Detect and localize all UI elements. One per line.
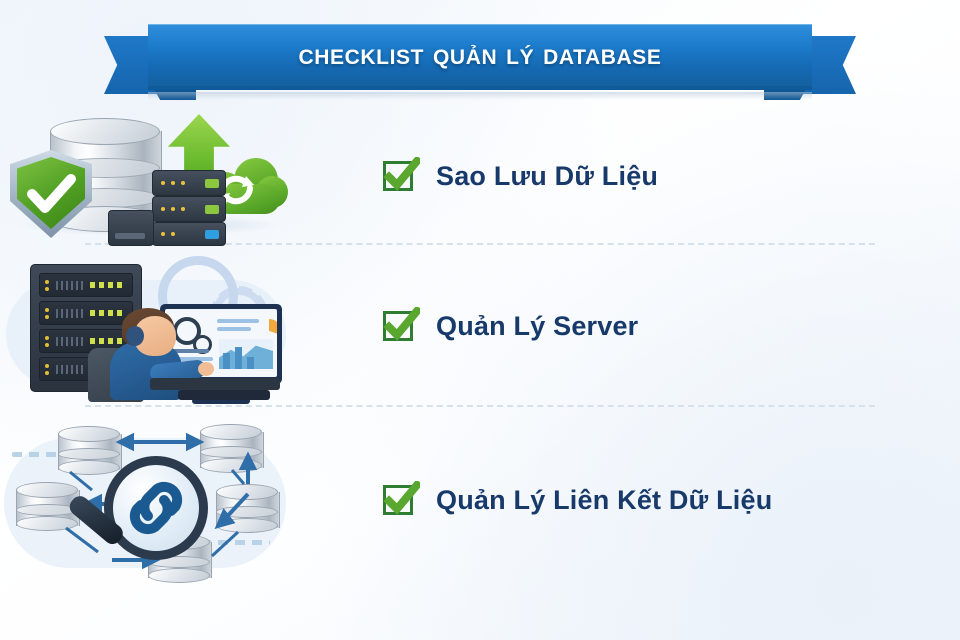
checklist-label-data-links: Quản Lý Liên Kết Dữ Liệu xyxy=(382,481,772,519)
server-unit xyxy=(152,196,226,222)
checklist-row-backup: Sao Lưu Dữ Liệu xyxy=(0,106,960,246)
chain-link-icon xyxy=(129,481,183,535)
divider-2 xyxy=(85,405,875,407)
storage-box-icon xyxy=(108,210,154,246)
banner-shadow xyxy=(148,92,812,100)
linked-databases-magnifier-illustration xyxy=(0,412,300,588)
desk-surface xyxy=(150,378,280,390)
checkbox-checked-icon[interactable] xyxy=(382,307,420,345)
server-rack-admin-monitor-illustration xyxy=(0,250,300,404)
ribbon-body xyxy=(148,24,812,90)
database-cylinder-icon xyxy=(58,426,122,475)
database-backup-shield-cloud-illustration xyxy=(0,106,300,246)
checklist-label-server: Quản Lý Server xyxy=(382,307,638,345)
checklist-label-backup: Sao Lưu Dữ Liệu xyxy=(382,157,658,195)
keyboard-icon xyxy=(178,390,270,400)
magnifier-icon xyxy=(104,456,208,560)
shield-icon xyxy=(10,150,92,238)
database-cylinder-icon xyxy=(16,482,80,531)
server-unit xyxy=(152,170,226,196)
title-banner: Checklist Quản Lý Database xyxy=(104,24,856,100)
server-unit xyxy=(152,222,226,246)
checklist-item-text: Sao Lưu Dữ Liệu xyxy=(436,160,659,191)
checklist-item-text: Quản Lý Server xyxy=(436,310,639,341)
connection-arrows xyxy=(65,432,258,570)
checklist-row-server: Quản Lý Server xyxy=(0,250,960,404)
checklist-row-data-links: Quản Lý Liên Kết Dữ Liệu xyxy=(0,412,960,588)
page-title: Checklist Quản Lý Database xyxy=(298,38,662,71)
checklist-item-text: Quản Lý Liên Kết Dữ Liệu xyxy=(436,484,773,515)
checkbox-checked-icon[interactable] xyxy=(382,481,420,519)
checkbox-checked-icon[interactable] xyxy=(382,157,420,195)
divider-1 xyxy=(85,243,875,245)
headset-icon xyxy=(126,326,144,346)
